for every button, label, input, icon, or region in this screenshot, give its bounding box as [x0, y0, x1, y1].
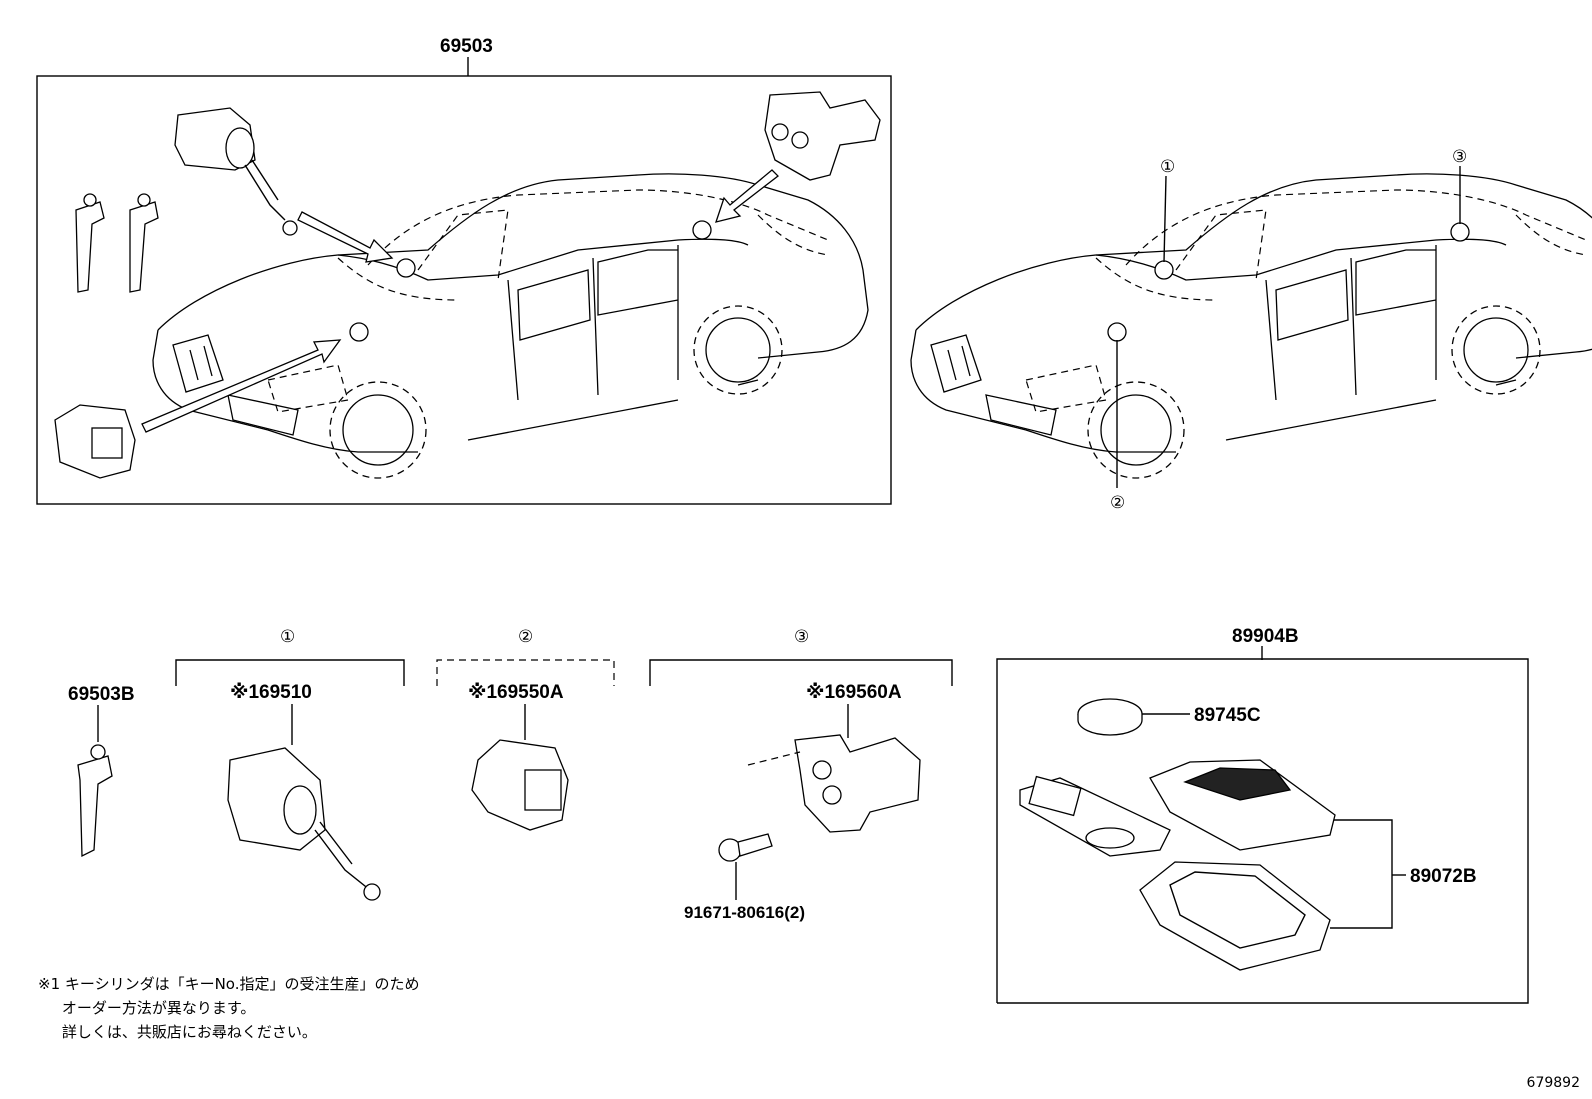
- label-89904B: 89904B: [1232, 626, 1299, 647]
- bracket-group-1: [175, 659, 405, 686]
- label-69560A: ※169560A: [806, 682, 902, 703]
- pointer-arrow-ignition: [297, 211, 394, 263]
- label-69550A: ※169550A: [468, 682, 564, 703]
- footnote-line-2: オーダー方法が異なります。: [38, 999, 256, 1017]
- circuit-board-part: [1019, 775, 1171, 857]
- right-car-callout-1: ①: [1160, 157, 1175, 263]
- footnote-line-3: 詳しくは、共販店にお尋ねください。: [38, 1023, 317, 1041]
- trunk-lock-illustration: [764, 91, 881, 181]
- kit-frame-69503: [36, 75, 892, 505]
- drawing-reference-number: 679892: [1526, 1075, 1580, 1091]
- label-89745C: 89745C: [1194, 705, 1261, 726]
- key-illustration-2: [129, 193, 159, 293]
- case-leader-bracket: [1330, 819, 1393, 929]
- label-91671-80616: 91671-80616(2): [684, 903, 805, 922]
- ignition-cylinder-part: [227, 747, 381, 901]
- label-69510: ※169510: [230, 682, 312, 703]
- trunk-lock-part: [794, 734, 921, 833]
- screw-guide-lines: [747, 751, 801, 766]
- screw-part: [718, 833, 773, 862]
- right-car-callout-2: ②: [1110, 340, 1125, 512]
- ignition-cylinder-illustration: [174, 107, 298, 236]
- footnote: ※1 キーシリンダは「キーNo.指定」の受注生産」のため オーダー方法が異なりま…: [38, 972, 420, 1044]
- callout-2: ②: [518, 627, 533, 646]
- remote-top-cover: [1149, 759, 1336, 851]
- door-cylinder-illustration: [54, 404, 136, 479]
- battery-part: [1077, 698, 1143, 736]
- pointer-arrow-door: [141, 339, 342, 433]
- callout-1: ①: [280, 627, 295, 646]
- right-car-illustration: [910, 173, 1592, 479]
- key-blank-illustration: [77, 744, 113, 858]
- key-illustration-1: [75, 193, 105, 293]
- bracket-group-2: [436, 659, 615, 686]
- pointer-arrow-trunk: [715, 169, 779, 223]
- door-cylinder-part: [471, 739, 569, 831]
- label-69503: 69503: [440, 36, 493, 57]
- svg-text:①: ①: [1160, 157, 1175, 176]
- svg-text:③: ③: [1452, 147, 1467, 166]
- bracket-group-3: [649, 659, 953, 686]
- left-car-illustration: [152, 173, 869, 479]
- right-car-callout-3: ③: [1452, 147, 1467, 224]
- remote-group-frame: [996, 658, 1529, 1004]
- remote-bottom-case: [1139, 861, 1331, 971]
- label-89072B: 89072B: [1410, 866, 1477, 887]
- label-69503B: 69503B: [68, 684, 135, 705]
- callout-3: ③: [794, 627, 809, 646]
- footnote-line-1: ※1 キーシリンダは「キーNo.指定」の受注生産」のため: [38, 975, 420, 993]
- svg-text:②: ②: [1110, 493, 1125, 512]
